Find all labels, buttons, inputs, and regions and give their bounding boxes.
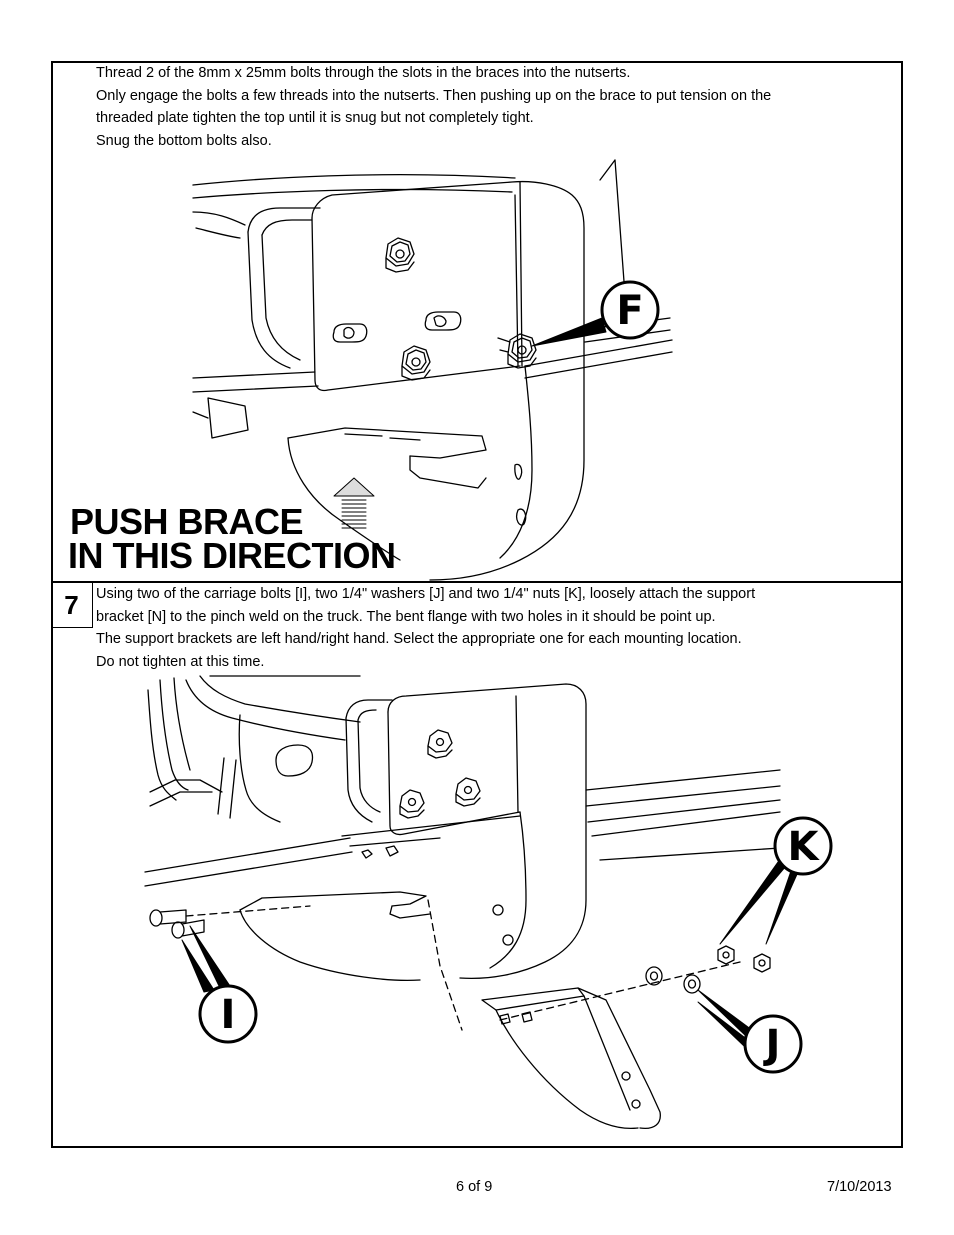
bolt-plate-1-icon (427, 729, 453, 759)
step7-line-2: bracket [N] to the pinch weld on the tru… (96, 608, 716, 625)
push-brace-label: PUSH BRACE (70, 501, 304, 542)
washer-1-icon (645, 966, 663, 986)
callout-k-icon: K (719, 816, 833, 945)
callout-j-icon: J (697, 989, 803, 1074)
brace-drawing-step6: F (192, 159, 673, 581)
step7-line-3: The support brackets are left hand/right… (96, 631, 742, 647)
step-number-7: 7 (51, 583, 93, 628)
document-date: 7/10/2013 (827, 1179, 892, 1195)
bolt-plate-2-icon (399, 789, 425, 819)
step6-line-1: Thread 2 of the 8mm x 25mm bolts through… (96, 65, 631, 81)
washer-2-icon (683, 974, 701, 994)
push-arrow-icon (333, 477, 375, 529)
step6-line-3: threaded plate tighten the top until it … (96, 110, 534, 126)
push-direction-label: IN THIS DIRECTION (68, 535, 396, 576)
step6-instructions: Thread 2 of the 8mm x 25mm bolts through… (96, 62, 771, 152)
step6-line-4: Snug the bottom bolts also. (96, 132, 272, 149)
step7-instructions: Using two of the carriage bolts [I], two… (96, 583, 755, 673)
carriage-bolts-i-icon (149, 909, 205, 939)
section-divider (51, 581, 903, 583)
callout-j-label: J (763, 1022, 781, 1068)
nut-1-icon (717, 945, 735, 965)
page-number: 6 of 9 (456, 1179, 493, 1195)
nut-2-icon (753, 953, 771, 973)
callout-f-icon: F (531, 280, 660, 347)
callout-f-label: F (616, 288, 643, 334)
bracket-drawing-step7: K I J (144, 675, 833, 1130)
step6-line-2: Only engage the bolts a few threads into… (96, 87, 772, 104)
step7-line-1: Using two of the carriage bolts [I], two… (96, 586, 756, 602)
page-frame (51, 61, 903, 1148)
support-bracket-icon (481, 987, 661, 1130)
bolt-plate-3-icon (455, 777, 481, 807)
callout-k-label: K (788, 824, 821, 870)
callout-i-icon: I (181, 925, 258, 1044)
step7-line-4: Do not tighten at this time. (96, 653, 265, 670)
bolt-f-icon (497, 333, 537, 369)
bolt-middle-icon (401, 345, 431, 381)
callout-i-label: I (221, 992, 236, 1038)
bolt-top-icon (385, 237, 415, 273)
